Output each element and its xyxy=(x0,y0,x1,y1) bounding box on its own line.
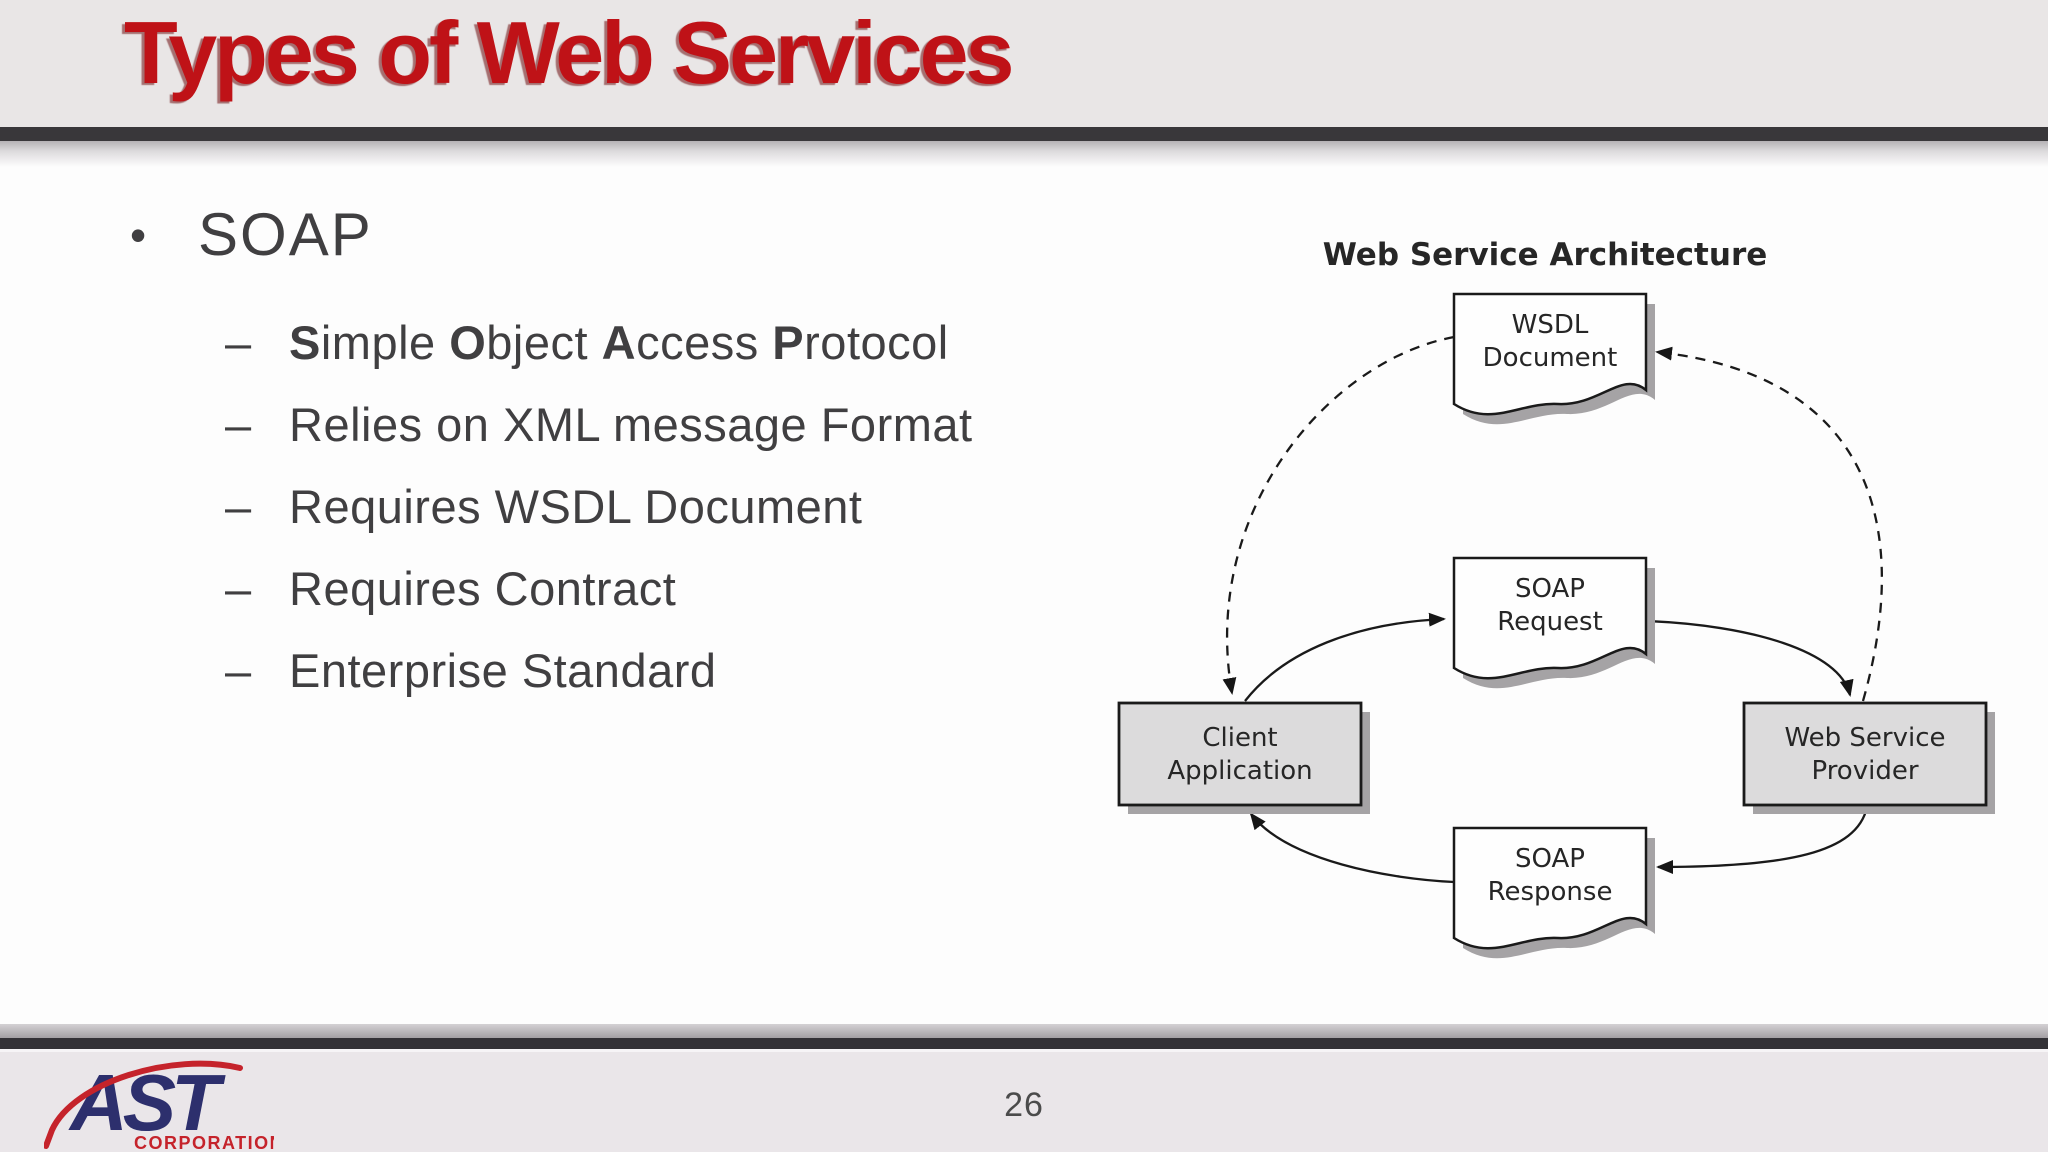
node-soap-response xyxy=(1452,826,1655,959)
response-label-line2: Response xyxy=(1488,877,1613,907)
edge-provider-to-wsdl xyxy=(1655,346,1884,702)
wsdl-label-line2: Document xyxy=(1483,343,1618,373)
footer-divider-bar xyxy=(0,1038,2048,1049)
web-service-architecture-diagram: Web Service Architecture WSDL Document S… xyxy=(1117,237,1995,959)
diagram-title: Web Service Architecture xyxy=(1323,237,1768,273)
wsdl-doc-shape xyxy=(1452,292,1648,416)
sub-bullet-dash-icon: – xyxy=(225,561,252,615)
sub-bullet-label: Enterprise Standard xyxy=(289,643,717,697)
sub-bullet-label: Simple Object Access Protocol xyxy=(289,315,949,369)
node-web-service-provider: Web Service Provider xyxy=(1742,701,1995,814)
node-wsdl-document xyxy=(1452,292,1655,425)
client-label-line1: Client xyxy=(1202,723,1277,753)
main-bullet-label: SOAP xyxy=(198,201,373,268)
request-label-line1: SOAP xyxy=(1515,574,1585,604)
sub-bullet-item: –Requires Contract xyxy=(130,547,1130,629)
sub-bullet-dash-icon: – xyxy=(225,479,252,533)
header-divider-bar xyxy=(0,127,2048,141)
diagram-edges xyxy=(1222,335,1884,884)
edge-wsdl-to-client xyxy=(1222,335,1455,695)
sub-bullet-item: –Enterprise Standard xyxy=(130,629,1130,711)
edge-response-to-client xyxy=(1249,812,1455,884)
provider-label-line2: Provider xyxy=(1811,756,1918,786)
page-title: Types of Web Services xyxy=(124,3,1014,102)
response-doc-shape xyxy=(1452,826,1648,950)
footer-divider-shadow xyxy=(0,1024,2048,1038)
client-label-line2: Application xyxy=(1167,756,1312,786)
request-label-line2: Request xyxy=(1497,607,1603,637)
sub-bullet-item: –Relies on XML message Format xyxy=(130,383,1130,465)
node-soap-request xyxy=(1452,556,1655,689)
edge-provider-to-response xyxy=(1656,806,1869,874)
logo-subtext: CORPORATION xyxy=(134,1133,274,1152)
sub-bullet-dash-icon: – xyxy=(225,315,252,369)
wsdl-label-line1: WSDL xyxy=(1512,310,1589,340)
sub-bullet-dash-icon: – xyxy=(225,643,252,697)
logo-swoosh-icon xyxy=(44,1060,243,1149)
edge-client-to-request xyxy=(1244,612,1446,702)
slide-footer: AST CORPORATION 26 xyxy=(0,1049,2048,1152)
response-label-line1: SOAP xyxy=(1515,844,1585,874)
logo-text: AST xyxy=(68,1058,226,1147)
sub-bullet-label: Requires WSDL Document xyxy=(289,479,863,533)
node-client-application: Client Application xyxy=(1117,701,1370,814)
client-box-shape xyxy=(1117,701,1363,807)
header-divider-shadow xyxy=(0,141,2048,167)
provider-box-shape xyxy=(1742,701,1988,807)
main-bullet-soap: • SOAP xyxy=(130,200,1130,269)
ast-corporation-logo: AST CORPORATION xyxy=(44,1058,274,1152)
sub-bullet-label: Relies on XML message Format xyxy=(289,397,973,451)
sub-bullet-dash-icon: – xyxy=(225,397,252,451)
sub-bullet-item: –Requires WSDL Document xyxy=(130,465,1130,547)
bullet-list: • SOAP –Simple Object Access Protocol–Re… xyxy=(130,200,1130,711)
slide-header: Types of Web Services xyxy=(0,0,2048,127)
provider-label-line1: Web Service xyxy=(1784,723,1945,753)
sub-bullet-item: –Simple Object Access Protocol xyxy=(130,301,1130,383)
bullet-dot-icon: • xyxy=(130,208,149,261)
sub-bullet-list: –Simple Object Access Protocol–Relies on… xyxy=(130,301,1130,711)
sub-bullet-label: Requires Contract xyxy=(289,561,677,615)
page-number: 26 xyxy=(1004,1086,1044,1124)
edge-request-to-provider xyxy=(1645,619,1854,697)
request-doc-shape xyxy=(1452,556,1648,680)
